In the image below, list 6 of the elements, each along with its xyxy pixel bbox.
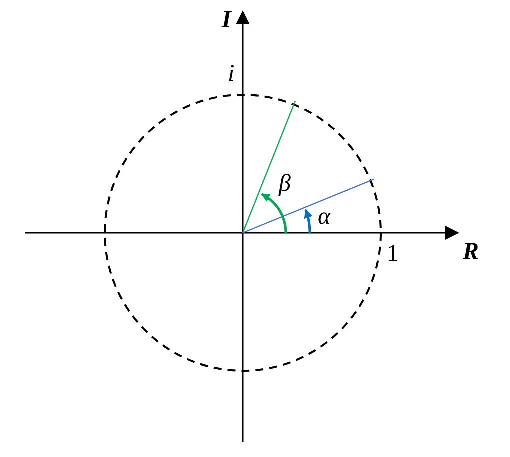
axis-label: I: [222, 8, 232, 32]
axis-label: R: [463, 240, 480, 264]
angle-label: α: [318, 205, 331, 229]
angle-label: β: [279, 172, 291, 196]
point-label: i: [228, 62, 235, 86]
tick-label: 1: [387, 242, 399, 266]
